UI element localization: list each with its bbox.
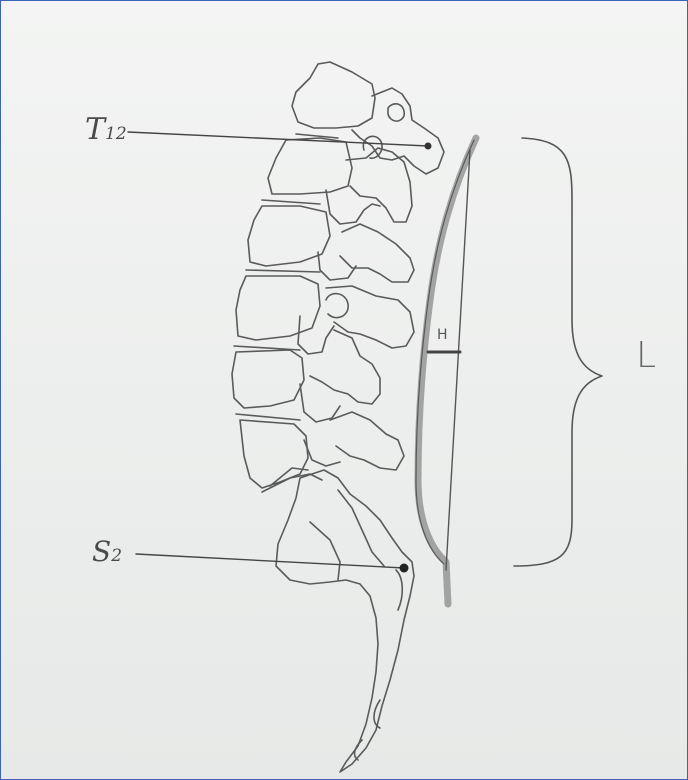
- vertebra-l3: [236, 276, 414, 354]
- length-brace: [514, 138, 602, 566]
- label-t12: T12: [85, 115, 127, 145]
- disc-l2-l3: [246, 270, 320, 272]
- s2-leader: [136, 554, 404, 568]
- s2-point: [400, 564, 409, 573]
- sacrum: [276, 470, 414, 772]
- label-s2: S2: [92, 538, 122, 566]
- t12-point: [425, 143, 432, 150]
- vertebra-l4: [232, 330, 380, 422]
- vertebra-l5: [240, 412, 404, 488]
- vertebra-l1: [268, 138, 412, 224]
- t12-leader: [128, 132, 428, 146]
- label-h: H: [437, 328, 448, 342]
- disc-l1-l2: [262, 200, 320, 204]
- label-l: L: [636, 338, 656, 374]
- disc-l4-l5: [236, 414, 300, 420]
